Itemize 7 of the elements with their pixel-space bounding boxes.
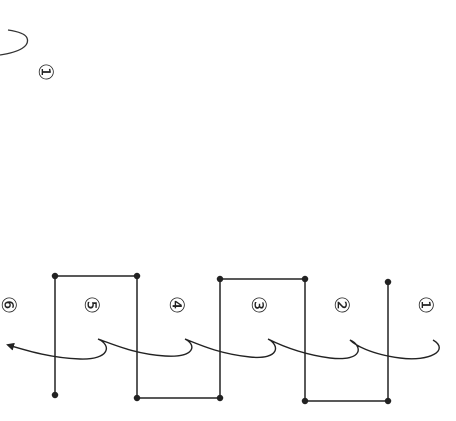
- step-number: ④: [166, 296, 187, 314]
- step-number: ⑤: [82, 296, 102, 314]
- step-number: ②: [332, 296, 352, 314]
- step-number: ①: [416, 296, 436, 314]
- step-number: ①: [36, 63, 56, 81]
- step-number: ③: [248, 296, 269, 314]
- step-number: ⑥: [0, 296, 19, 314]
